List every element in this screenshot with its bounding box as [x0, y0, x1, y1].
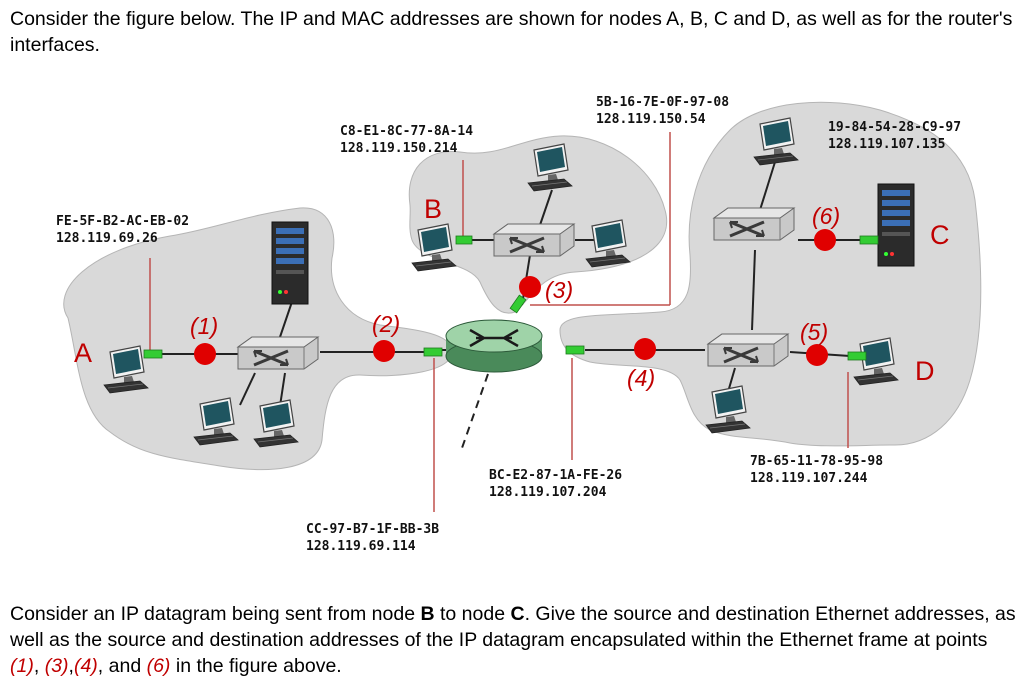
question-point-6: (6): [146, 655, 171, 677]
point-label-1: (1): [190, 313, 218, 339]
node-b-label: B: [424, 194, 442, 224]
node-c-label: C: [930, 220, 950, 250]
point-label-2: (2): [372, 311, 400, 337]
intro-text: Consider the figure below. The IP and MA…: [10, 8, 1013, 56]
points: [194, 229, 836, 366]
question-part3: . Give the source and destination Ethern…: [10, 603, 1016, 651]
switch-top-icon: [492, 222, 576, 258]
point-4: [634, 338, 656, 360]
question-point-4: (4): [73, 655, 98, 677]
point-3: [519, 276, 541, 298]
router-left-ip: 128.119.69.114: [306, 539, 416, 554]
switch-lower-right-icon: [706, 332, 790, 368]
point-2: [373, 340, 395, 362]
node-d-label: D: [915, 356, 935, 386]
point-label-5: (5): [800, 319, 828, 345]
point-5: [806, 344, 828, 366]
question-part1: Consider an IP datagram being sent from …: [10, 603, 421, 625]
server-icon: [271, 221, 309, 305]
node-d-mac: 7B-65-11-78-95-98: [750, 454, 883, 469]
router-right-mac: BC-E2-87-1A-FE-26: [489, 468, 622, 483]
question-part4: in the figure above.: [170, 655, 342, 677]
connectors: [143, 235, 879, 361]
node-b-ip: 128.119.150.214: [340, 141, 458, 156]
question-sep: ,: [68, 655, 74, 677]
dashed-link: [461, 373, 489, 449]
node-c-mac: 19-84-54-28-C9-97: [828, 120, 961, 135]
question-point-1: (1): [10, 655, 34, 677]
node-a-label: A: [74, 338, 92, 368]
router-top-mac: 5B-16-7E-0F-97-08: [596, 95, 729, 110]
router-top-ip: 128.119.150.54: [596, 112, 706, 127]
server-c-icon: [877, 183, 915, 267]
question-node-c: C: [510, 603, 525, 625]
point-label-4: (4): [627, 365, 655, 391]
point-1: [194, 343, 216, 365]
router-icon: [445, 319, 543, 373]
point-label-6: (6): [812, 203, 840, 229]
question-part2: to node: [434, 603, 511, 625]
switch-left-icon: [236, 335, 320, 371]
question-point-3: (3): [44, 655, 69, 677]
router-right-ip: 128.119.107.204: [489, 485, 607, 500]
point-label-3: (3): [545, 277, 573, 303]
question-text: Consider an IP datagram being sent from …: [10, 601, 1018, 679]
leader-lines: [149, 132, 849, 512]
router-left-mac: CC-97-B7-1F-BB-3B: [306, 522, 439, 537]
node-c-ip: 128.119.107.135: [828, 137, 945, 152]
node-d-ip: 128.119.107.244: [750, 471, 868, 486]
question-node-b: B: [420, 603, 435, 625]
node-a-ip: 128.119.69.26: [56, 231, 158, 246]
node-b-mac: C8-E1-8C-77-8A-14: [340, 124, 473, 139]
question-sep: , and: [97, 655, 147, 677]
question-sep: ,: [33, 655, 45, 677]
node-a-mac: FE-5F-B2-AC-EB-02: [56, 214, 189, 229]
switch-upper-right-icon: [712, 206, 796, 242]
point-6: [814, 229, 836, 251]
